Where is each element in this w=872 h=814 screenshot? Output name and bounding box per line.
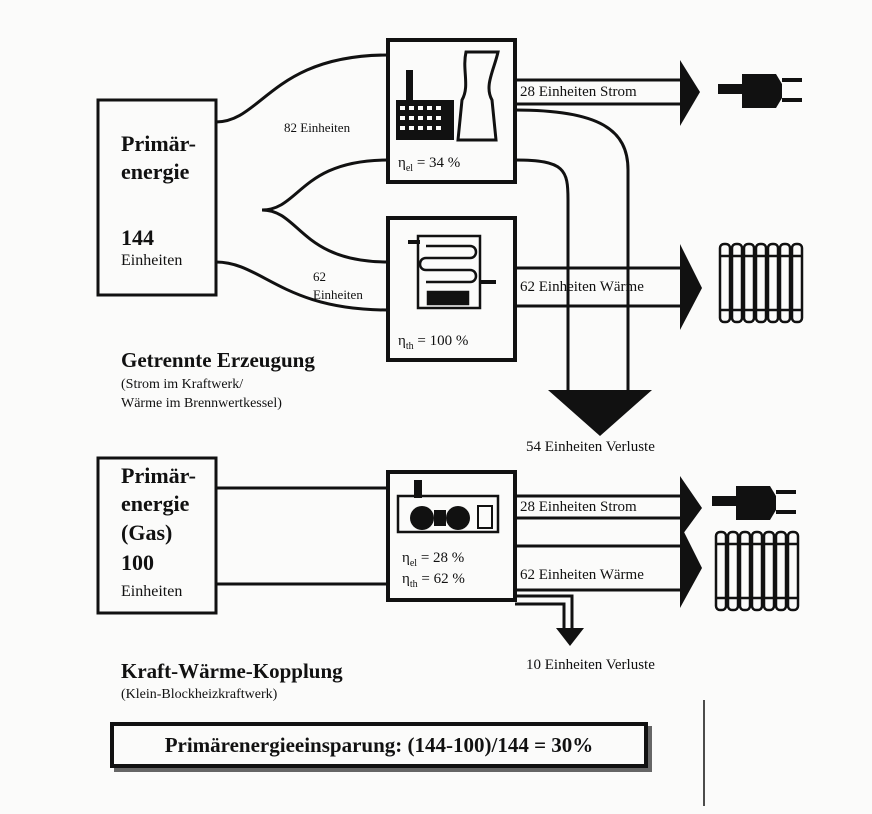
loss-path-plant — [514, 108, 630, 390]
savings-box: Primärenergieeinsparung: (144-100)/144 =… — [110, 722, 652, 772]
primary-energy-amount: 144 — [121, 225, 154, 250]
output-power-label-separate: 28 Einheiten Strom — [520, 84, 637, 100]
output-heat-label-chp: 62 Einheiten Wärme — [520, 567, 644, 583]
flow-to-power-plant-upper — [215, 53, 389, 124]
chp-electric-efficiency: ηel = 28 % — [402, 550, 465, 569]
chp-thermal-efficiency: ηth = 62 % — [402, 571, 465, 590]
chp-box — [386, 470, 517, 602]
chp-engine-icon — [396, 480, 500, 534]
losses-label-separate: 54 Einheiten Verluste — [526, 439, 655, 455]
plug-icon-chp — [712, 486, 796, 520]
radiator-icon-separate — [718, 242, 804, 324]
chp-primary-label-line2: energie — [121, 491, 190, 516]
chp-primary-label-line1: Primär- — [121, 463, 196, 488]
flow-fork-upper — [261, 158, 389, 212]
radiator-icon-chp — [714, 530, 800, 612]
separate-subtitle-2: Wärme im Brennwertkessel) — [121, 396, 282, 411]
losses-label-chp: 10 Einheiten Verluste — [526, 657, 655, 673]
chp-title: Kraft-Wärme-Kopplung — [121, 659, 343, 683]
chp-primary-label-line3: (Gas) — [121, 520, 173, 545]
flow-label-plant: 82 Einheiten — [284, 120, 351, 135]
separate-title: Getrennte Erzeugung — [121, 348, 315, 372]
primary-energy-unit: Einheiten — [121, 252, 183, 269]
output-power-label-chp: 28 Einheiten Strom — [520, 499, 637, 515]
flow-fork-lower — [261, 208, 389, 264]
plant-efficiency: ηel = 34 % — [398, 155, 461, 174]
heat-arrowhead-separate — [680, 244, 702, 330]
boiler-efficiency: ηth = 100 % — [398, 333, 469, 352]
power-arrowhead-chp — [680, 476, 702, 538]
heat-arrowhead-chp — [680, 524, 702, 608]
chp-primary-unit: Einheiten — [121, 583, 183, 600]
primary-energy-label-line2: energie — [121, 159, 190, 184]
losses-arrowhead-chp — [556, 628, 584, 646]
loss-path-plant-inner — [514, 158, 570, 390]
chp-primary-amount: 100 — [121, 550, 154, 575]
boiler-icon — [408, 234, 496, 310]
power-arrowhead-separate — [680, 60, 700, 126]
chp-subtitle: (Klein-Blockheizkraftwerk) — [121, 687, 278, 702]
flow-label-boiler-1: 62 — [313, 269, 326, 284]
primary-energy-box-separate — [96, 98, 218, 297]
power-plant-icon — [396, 50, 500, 142]
flow-label-boiler-2: Einheiten — [313, 287, 363, 302]
primary-energy-label-line1: Primär- — [121, 131, 196, 156]
separate-subtitle-1: (Strom im Kraftwerk/ — [121, 377, 244, 392]
output-heat-label-separate: 62 Einheiten Wärme — [520, 279, 644, 295]
flow-to-boiler-lower — [215, 260, 389, 312]
losses-arrowhead-separate — [548, 390, 652, 436]
primary-energy-box-chp — [96, 456, 218, 615]
boiler-box — [386, 216, 517, 362]
loss-path-chp-a — [515, 594, 574, 628]
loss-path-chp-b — [515, 602, 566, 628]
plug-icon-separate — [718, 74, 802, 108]
